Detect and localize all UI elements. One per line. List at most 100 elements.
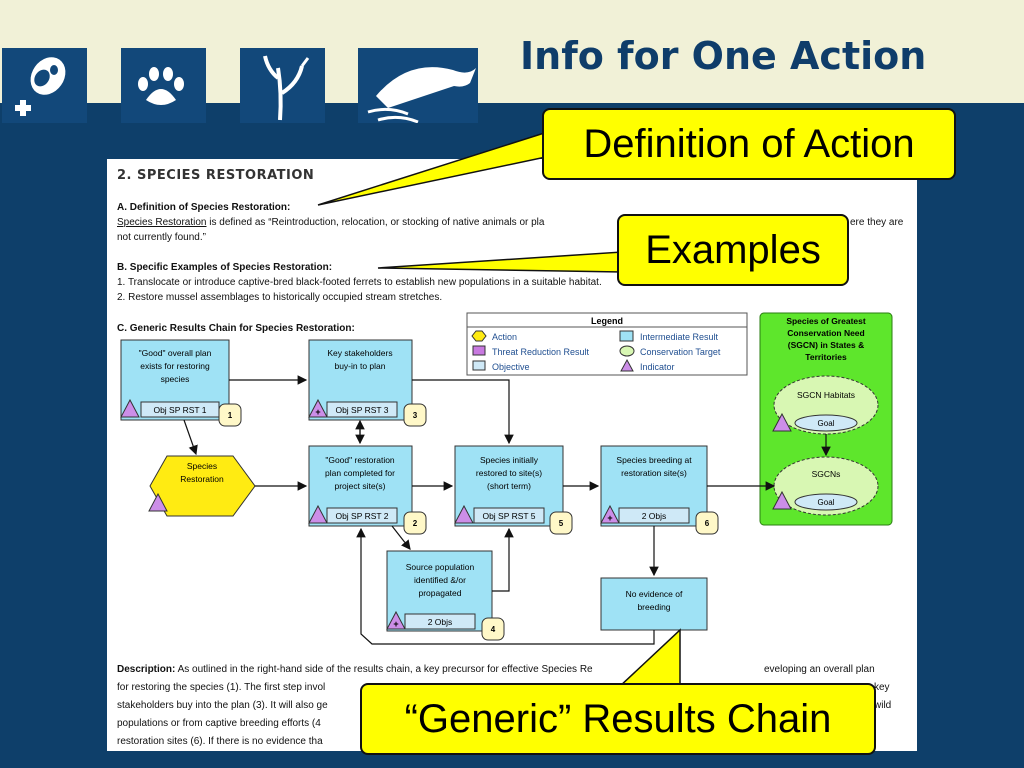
legend-intermediate-label: Intermediate Result [640,332,719,342]
step-number-2-label: 2 [413,519,418,528]
paw-tile [121,48,206,123]
description-line-5: restoration sites (6). If there is no ev… [117,736,323,747]
sgcns-label: SGCNs [812,469,841,479]
legend-threat-swatch [472,345,486,356]
step-number-5-label: 5 [559,519,564,528]
legend-threat-label: Threat Reduction Result [492,347,590,357]
result-box-6: Species breeding at restoration site(s) … [600,445,719,535]
box-2-objective [326,507,398,524]
step-number-6 [695,511,719,535]
legend-indicator-swatch [620,358,634,372]
definition-line-2: not currently found.” [117,232,206,243]
box-1-line-1: "Good" overall plan [139,348,212,358]
definition-term: Species Restoration [117,217,207,228]
indicator-sgcn-habitats [772,412,792,432]
box-6-objective-label: 2 Objs [642,511,667,521]
footprint-tile [2,48,87,123]
box-3-line-2: buy-in to plan [334,361,385,371]
indicator-5 [454,504,474,524]
no-evidence-line-1: No evidence of [626,589,683,599]
box-6-line-1: Species breeding at [616,455,692,465]
definition-heading: A. Definition of Species Restoration: [117,202,291,213]
indicator-sgcns [772,490,792,510]
legend-target-label: Conservation Target [640,347,721,357]
box-5-line-1: Species initially [480,455,539,465]
description-text-1: As outlined in the right-hand side of th… [175,664,593,675]
result-box-2: "Good" restoration plan completed for pr… [308,445,427,535]
sgcn-panel-line-4: Territories [805,352,847,362]
generic-callout: “Generic” Results Chain [360,683,876,755]
description-line-4: populations or from captive breeding eff… [117,718,321,729]
box-4-line-3: propagated [418,588,461,598]
section-title: 2. SPECIES RESTORATION [117,168,315,183]
step-number-2 [403,511,427,535]
box-4-objective-label: 2 Objs [428,617,453,627]
indicator-6 [600,504,620,524]
legend-title: Legend [591,316,623,326]
sgcn-panel-line-1: Species of Greatest [786,316,866,326]
example-item-1: 1. Translocate or introduce captive-bred… [117,277,602,288]
box-5-line-3: (short term) [487,481,531,491]
chain-arrows [183,375,776,645]
indicator-4 [386,610,406,630]
description-label: Description: [117,664,176,675]
box-1-line-3: species [161,374,190,384]
goal-1 [794,414,858,432]
description-line-1-tail: eveloping an overall plan [764,664,875,675]
sgcn-panel: Species of Greatest Conservation Need (S… [759,312,893,526]
definition-line-1: Species Restoration is defined as “Reint… [117,217,544,228]
box-2-line-2: plan completed for [325,468,395,478]
result-box-3: Key stakeholders buy-in to plan Obj SP R… [308,339,427,427]
box-4-line-1: Source population [406,562,475,572]
box-1-line-2: exists for restoring [140,361,210,371]
examples-callout: Examples [617,214,849,286]
step-number-1-label: 1 [228,411,233,420]
description-line-1: Description: As outlined in the right-ha… [117,664,593,675]
indicator-6-plus: + [607,513,612,523]
step-number-4-label: 4 [491,625,496,634]
sgcn-panel-line-2: Conservation Need [787,328,864,338]
action-line-1: Species [187,461,217,471]
sgcn-panel-line-3: (SGCN) in States & [788,340,865,350]
box-5-line-2: restored to site(s) [476,468,542,478]
indicator-3 [308,398,328,418]
step-number-6-label: 6 [705,519,710,528]
example-item-2: 2. Restore mussel assemblages to histori… [117,292,443,303]
slide-title: Info for One Action [520,34,927,78]
box-3-line-1: Key stakeholders [327,348,392,358]
no-evidence-box: No evidence of breeding [600,577,708,631]
definition-callout: Definition of Action [542,108,956,180]
box-6-line-2: restoration site(s) [621,468,687,478]
no-evidence-line-2: breeding [637,602,670,612]
action-line-2: Restoration [180,474,224,484]
indicator-1 [120,398,140,418]
definition-line-1-tail: ere they are [850,217,904,228]
plant-tile [240,48,325,123]
step-number-3 [403,403,427,427]
goal-1-label: Goal [818,419,835,428]
results-chain-heading: C. Generic Results Chain for Species Res… [117,323,355,334]
indicator-3-plus: + [315,407,320,417]
description-line-2-tail: key [874,682,890,693]
legend-action-swatch [471,330,487,342]
fish-icon [367,67,476,124]
paw-print-icon [138,67,184,105]
indicator-4-plus: + [393,619,398,629]
result-box-4: Source population identified &/or propag… [386,550,505,641]
legend-target-swatch [619,345,635,357]
box-2-line-3: project site(s) [334,481,385,491]
plant-icon [263,55,310,121]
indicator-action [148,492,168,512]
description-line-2: for restoring the species (1). The first… [117,682,326,693]
result-box-5: Species initially restored to site(s) (s… [454,445,573,535]
legend-objective-label: Objective [492,362,530,372]
box-2-objective-label: Obj SP RST 2 [335,511,388,521]
legend-objective-swatch [472,360,486,371]
indicator-2 [308,504,328,524]
step-number-4 [481,617,505,641]
step-number-5 [549,511,573,535]
callout-pointers [317,126,681,689]
legend-indicator-label: Indicator [640,362,675,372]
definition-text: is defined as “Reintroduction, relocatio… [206,217,545,228]
